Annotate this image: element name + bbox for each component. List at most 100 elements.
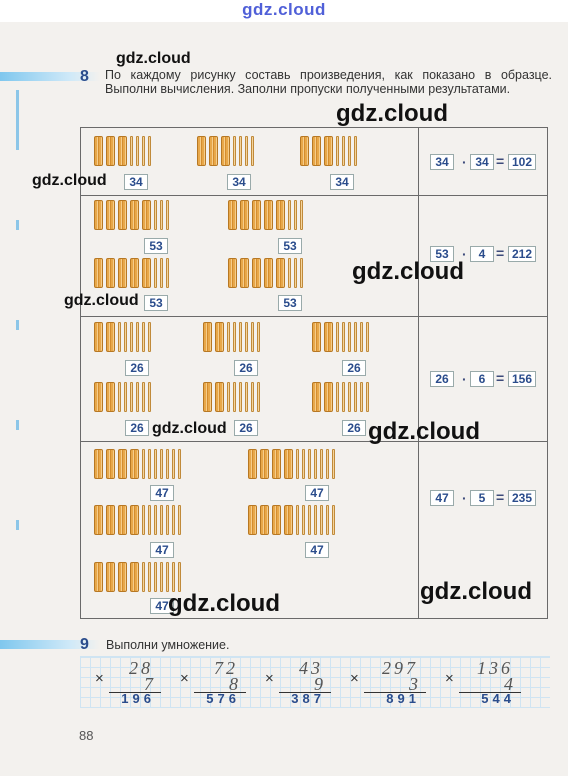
sticks-group (203, 382, 260, 412)
sticks-group (94, 505, 181, 535)
count-label: 47 (150, 542, 174, 558)
sticks-group (94, 258, 169, 288)
count-label: 53 (144, 238, 168, 254)
sticks-group (197, 136, 254, 166)
multiplicand: 72 (214, 658, 238, 678)
equals-sign: = (496, 153, 505, 169)
count-label: 34 (227, 174, 251, 190)
row-divider (80, 441, 548, 442)
squared-paper (80, 656, 550, 708)
task-9-text: Выполни умножение. (106, 638, 230, 652)
margin-mark (16, 320, 19, 330)
equals-sign: = (496, 489, 505, 505)
result-line (364, 692, 426, 693)
task-8-text: По каждому рисунку составь произведения,… (105, 68, 552, 96)
factor-a: 53 (430, 246, 454, 262)
count-label: 34 (124, 174, 148, 190)
multiplicand: 43 (299, 658, 323, 678)
factor-a: 47 (430, 490, 454, 506)
times-sign: × (265, 670, 274, 687)
product: 891 (386, 691, 420, 706)
factor-b: 6 (470, 371, 494, 387)
equals-sign: = (496, 245, 505, 261)
section-bar-9 (0, 640, 100, 649)
times-sign: × (95, 670, 104, 687)
factor-a: 34 (430, 154, 454, 170)
multiply-sign: · (462, 154, 467, 170)
section-bar-8 (0, 72, 100, 81)
sticks-group (228, 258, 303, 288)
sticks-group (94, 136, 151, 166)
watermark: gdz.cloud (32, 172, 107, 189)
multiplicand: 28 (129, 658, 153, 678)
task-8-number: 8 (80, 68, 89, 85)
result-box: 235 (508, 490, 537, 506)
result-line (194, 692, 246, 693)
watermark: gdz.cloud (352, 258, 464, 285)
watermark: gdz.cloud (116, 50, 191, 67)
multiplicand: 297 (382, 658, 418, 678)
multiplier: 7 (144, 674, 153, 694)
sticks-group (312, 382, 369, 412)
result-box: 212 (508, 246, 537, 262)
multiplication-column: × 43 9 387 (265, 658, 335, 706)
multiply-sign: · (462, 490, 467, 506)
margin-mark (16, 420, 19, 430)
watermark: gdz.cloud (152, 420, 227, 437)
multiplier: 3 (409, 674, 418, 694)
product: 576 (206, 691, 240, 706)
count-label: 26 (342, 360, 366, 376)
count-label: 47 (305, 542, 329, 558)
equals-sign: = (496, 370, 505, 386)
watermark: gdz.cloud (368, 418, 480, 445)
task-9-number: 9 (80, 636, 89, 653)
count-label: 26 (342, 420, 366, 436)
table-divider (418, 127, 419, 619)
sticks-group (94, 200, 169, 230)
sticks-group (94, 322, 151, 352)
result-box: 156 (508, 371, 537, 387)
watermark: gdz.cloud (64, 292, 139, 309)
watermark: gdz.cloud (168, 590, 280, 617)
sticks-group (94, 562, 181, 592)
page-number: 88 (79, 728, 94, 743)
factor-b: 5 (470, 490, 494, 506)
factor-a: 26 (430, 371, 454, 387)
sticks-group (312, 322, 369, 352)
count-label: 53 (144, 295, 168, 311)
product: 387 (291, 691, 325, 706)
multiplication-column: × 28 7 196 (95, 658, 165, 706)
row-divider (80, 195, 548, 196)
times-sign: × (445, 670, 454, 687)
count-label: 47 (150, 485, 174, 501)
times-sign: × (350, 670, 359, 687)
margin-mark (16, 520, 19, 530)
multiplication-column: × 136 4 544 (445, 658, 525, 706)
sticks-group (94, 449, 181, 479)
product: 544 (481, 691, 515, 706)
sticks-group (203, 322, 260, 352)
count-label: 47 (150, 598, 174, 614)
watermark: gdz.cloud (336, 100, 448, 127)
multiplicand: 136 (477, 658, 513, 678)
count-label: 53 (278, 295, 302, 311)
count-label: 26 (234, 360, 258, 376)
count-label: 26 (125, 420, 149, 436)
times-sign: × (180, 670, 189, 687)
multiply-sign: · (462, 246, 467, 262)
multiplier: 8 (229, 674, 238, 694)
product: 196 (121, 691, 155, 706)
count-label: 53 (278, 238, 302, 254)
result-line (279, 692, 331, 693)
count-label: 26 (125, 360, 149, 376)
multiplication-column: × 297 3 891 (350, 658, 430, 706)
row-divider (80, 316, 548, 317)
task-8-table (80, 127, 548, 619)
watermark: gdz.cloud (420, 578, 532, 605)
sticks-group (94, 382, 151, 412)
multiplication-column: × 72 8 576 (180, 658, 250, 706)
count-label: 47 (305, 485, 329, 501)
sticks-group (300, 136, 357, 166)
top-watermark: gdz.cloud (0, 0, 568, 22)
result-box: 102 (508, 154, 537, 170)
